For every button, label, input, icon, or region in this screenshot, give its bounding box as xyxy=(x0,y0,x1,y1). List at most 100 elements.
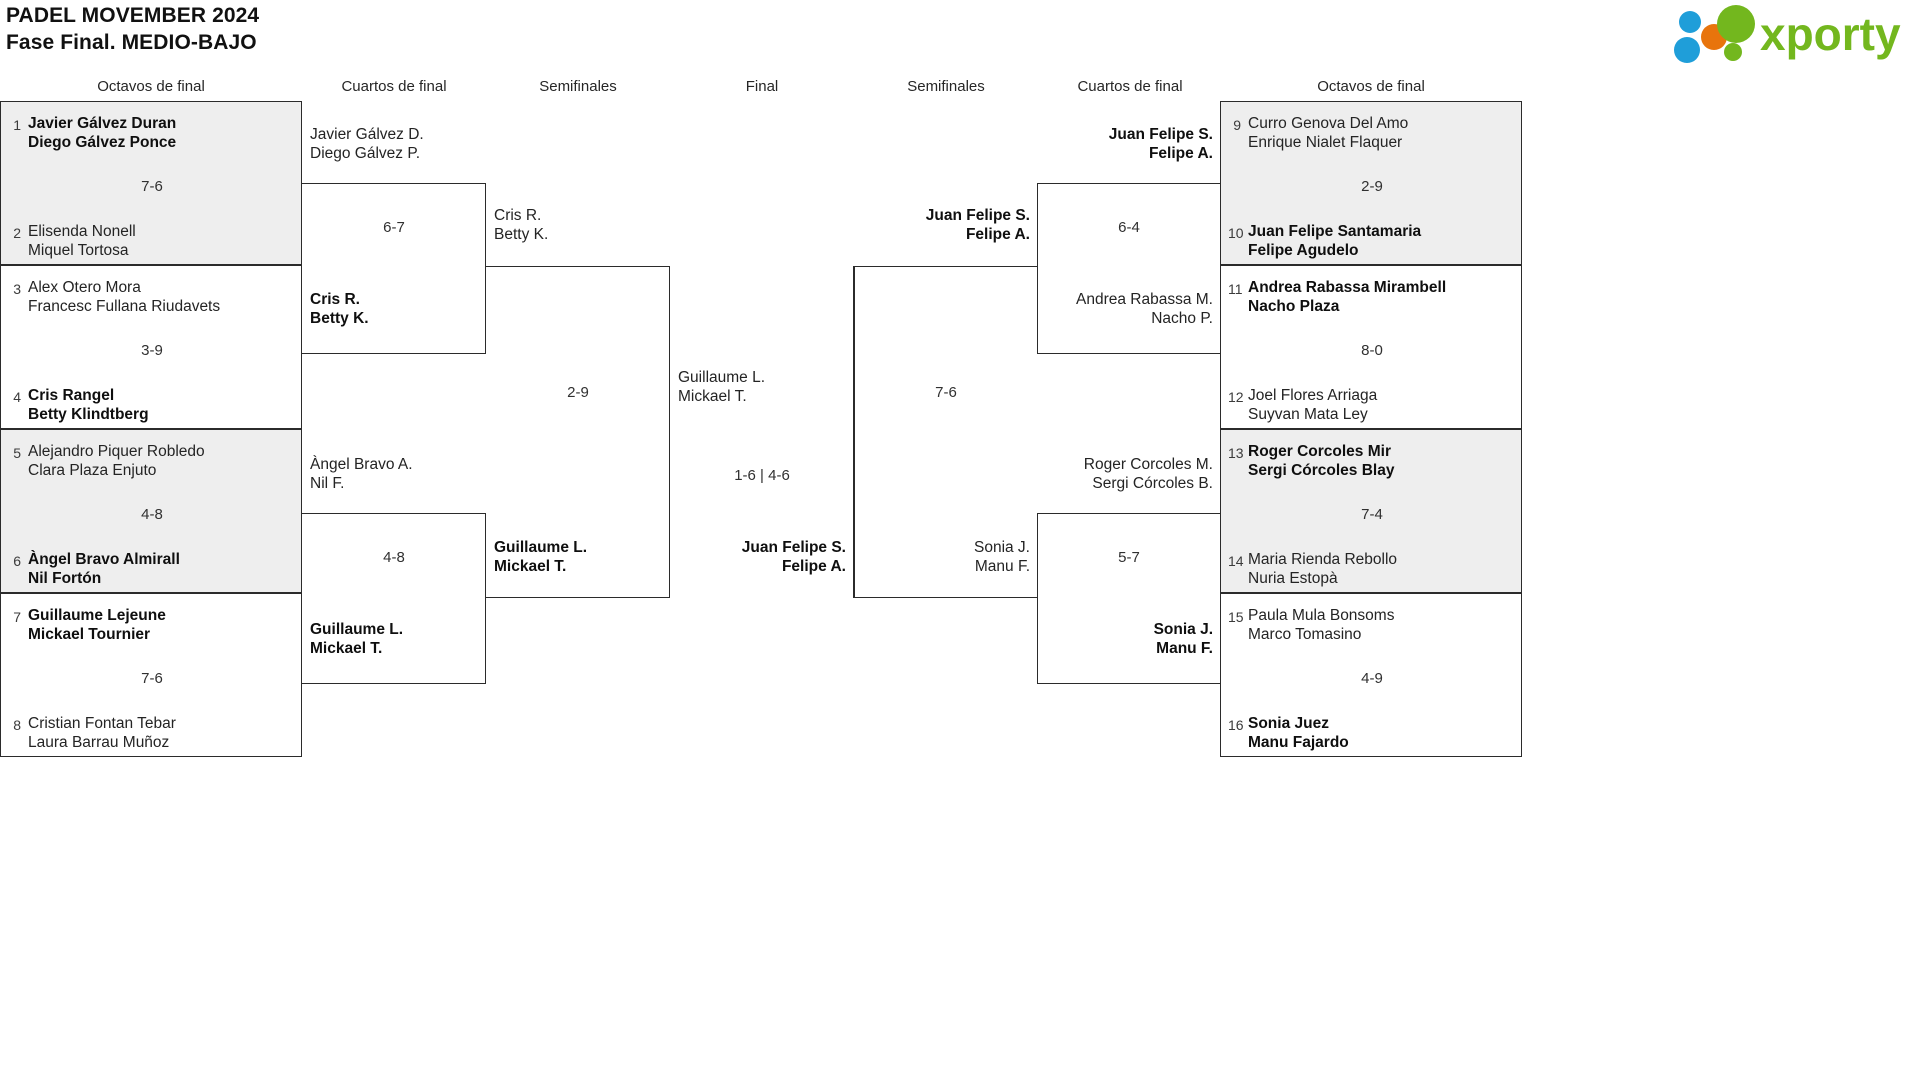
sf-score: 2-9 xyxy=(567,384,589,401)
player-slot[interactable]: 4 Cris Rangel Betty Klindtberg xyxy=(8,386,148,425)
logo-wordmark: xporty xyxy=(1760,8,1901,60)
qf-connector-left-1 xyxy=(302,183,486,354)
player-slot[interactable]: 2 Elisenda Nonell Miquel Tortosa xyxy=(8,222,136,261)
column-header-left-r16: Octavos de final xyxy=(97,78,205,95)
qf-connector-right-2 xyxy=(1037,513,1221,684)
sf-connector-right xyxy=(854,266,1038,598)
qf-team-name: Andrea Rabassa M. Nacho P. xyxy=(1076,291,1213,328)
player-slot[interactable]: 11 Andrea Rabassa Mirambell Nacho Plaza xyxy=(1228,278,1446,317)
match-score: 7-6 xyxy=(141,670,163,687)
match-score: 4-9 xyxy=(1361,670,1383,687)
player-slot[interactable]: 10 Juan Felipe Santamaria Felipe Agudelo xyxy=(1228,222,1421,261)
seed-number: 14 xyxy=(1228,553,1244,569)
qf-team-name: Sonia J. Manu F. xyxy=(1153,621,1213,658)
seed-number: 1 xyxy=(13,117,21,133)
sf-team-name: Sonia J. Manu F. xyxy=(973,539,1030,576)
seed-number: 6 xyxy=(13,553,21,569)
seed-number: 4 xyxy=(13,389,21,405)
seed-number: 10 xyxy=(1228,225,1244,241)
team-name: Cristian Fontan Tebar Laura Barrau Muñoz xyxy=(28,715,176,752)
player-slot[interactable]: 5 Alejandro Piquer Robledo Clara Plaza E… xyxy=(8,442,205,481)
sf-team-name: Guillaume L. Mickael T. xyxy=(494,539,588,576)
final-team-name: Juan Felipe S. Felipe A. xyxy=(741,539,846,576)
logo-dot-blue-bottom xyxy=(1674,37,1700,63)
qf-score: 6-4 xyxy=(1118,219,1140,236)
team-name: Alejandro Piquer Robledo Clara Plaza Enj… xyxy=(28,443,205,480)
team-name: Joel Flores Arriaga Suyvan Mata Ley xyxy=(1248,387,1378,424)
column-header-right-qf: Cuartos de final xyxy=(1077,78,1183,95)
player-slot[interactable]: 6 Àngel Bravo Almirall Nil Fortón xyxy=(8,550,180,589)
match-box[interactable]: 3 Alex Otero Mora Francesc Fullana Riuda… xyxy=(0,265,302,429)
xporty-logo: xporty xyxy=(1660,4,1910,64)
column-header-right-sf: Semifinales xyxy=(907,78,985,95)
match-score: 7-6 xyxy=(141,178,163,195)
match-score: 3-9 xyxy=(141,342,163,359)
match-score: 8-0 xyxy=(1361,342,1383,359)
team-name: Juan Felipe Santamaria Felipe Agudelo xyxy=(1248,223,1422,260)
qf-connector-right-1 xyxy=(1037,183,1221,354)
match-box[interactable]: 13 Roger Corcoles Mir Sergi Córcoles Bla… xyxy=(1220,429,1522,593)
player-slot[interactable]: 13 Roger Corcoles Mir Sergi Córcoles Bla… xyxy=(1228,442,1394,481)
qf-score: 4-8 xyxy=(383,549,405,566)
qf-team-name: Cris R. Betty K. xyxy=(310,291,369,328)
team-name: Àngel Bravo Almirall Nil Fortón xyxy=(28,551,180,588)
team-name: Sonia Juez Manu Fajardo xyxy=(1248,715,1349,752)
qf-team-name: Roger Corcoles M. Sergi Córcoles B. xyxy=(1083,456,1213,493)
logo-dot-blue-top xyxy=(1679,11,1701,33)
seed-number: 2 xyxy=(13,225,21,241)
seed-number: 15 xyxy=(1228,609,1244,625)
sf-score: 7-6 xyxy=(935,384,957,401)
seed-number: 13 xyxy=(1228,445,1244,461)
seed-number: 5 xyxy=(13,445,21,461)
team-name: Andrea Rabassa Mirambell Nacho Plaza xyxy=(1248,279,1447,316)
match-box[interactable]: 1 Javier Gálvez Duran Diego Gálvez Ponce… xyxy=(0,101,302,265)
player-slot[interactable]: 15 Paula Mula Bonsoms Marco Tomasino xyxy=(1228,606,1394,645)
player-slot[interactable]: 14 Maria Rienda Rebollo Nuria Estopà xyxy=(1228,550,1397,589)
qf-team-name: Guillaume L. Mickael T. xyxy=(310,621,404,658)
seed-number: 9 xyxy=(1233,117,1241,133)
team-name: Guillaume Lejeune Mickael Tournier xyxy=(28,607,166,644)
seed-number: 11 xyxy=(1228,281,1243,297)
match-box[interactable]: 7 Guillaume Lejeune Mickael Tournier 7-6… xyxy=(0,593,302,757)
qf-team-name: Juan Felipe S. Felipe A. xyxy=(1108,126,1213,163)
logo-dot-green-large xyxy=(1717,5,1755,43)
player-slot[interactable]: 3 Alex Otero Mora Francesc Fullana Riuda… xyxy=(8,278,220,317)
team-name: Alex Otero Mora Francesc Fullana Riudave… xyxy=(28,279,221,316)
team-name: Maria Rienda Rebollo Nuria Estopà xyxy=(1248,551,1398,588)
tournament-phase: Fase Final. MEDIO-BAJO xyxy=(6,31,257,55)
match-box[interactable]: 5 Alejandro Piquer Robledo Clara Plaza E… xyxy=(0,429,302,593)
player-slot[interactable]: 12 Joel Flores Arriaga Suyvan Mata Ley xyxy=(1228,386,1377,425)
final-connector-left xyxy=(669,266,670,598)
player-slot[interactable]: 16 Sonia Juez Manu Fajardo xyxy=(1228,714,1349,753)
match-box[interactable]: 11 Andrea Rabassa Mirambell Nacho Plaza … xyxy=(1220,265,1522,429)
match-score: 7-4 xyxy=(1361,506,1383,523)
player-slot[interactable]: 1 Javier Gálvez Duran Diego Gálvez Ponce xyxy=(8,114,176,153)
match-box[interactable]: 15 Paula Mula Bonsoms Marco Tomasino 4-9… xyxy=(1220,593,1522,757)
tournament-name: PADEL MOVEMBER 2024 xyxy=(6,4,260,27)
column-header-left-qf: Cuartos de final xyxy=(341,78,447,95)
column-header-right-r16: Octavos de final xyxy=(1317,78,1425,95)
team-name: Roger Corcoles Mir Sergi Córcoles Blay xyxy=(1248,443,1395,480)
match-box[interactable]: 9 Curro Genova Del Amo Enrique Nialet Fl… xyxy=(1220,101,1522,265)
qf-team-name: Àngel Bravo A. Nil F. xyxy=(310,456,413,493)
player-slot[interactable]: 9 Curro Genova Del Amo Enrique Nialet Fl… xyxy=(1228,114,1408,153)
team-name: Elisenda Nonell Miquel Tortosa xyxy=(28,223,136,260)
column-header-left-sf: Semifinales xyxy=(539,78,617,95)
match-score: 2-9 xyxy=(1361,178,1383,195)
seed-number: 16 xyxy=(1228,717,1244,733)
qf-score: 5-7 xyxy=(1118,549,1140,566)
logo-dot-green-small xyxy=(1724,43,1742,61)
player-slot[interactable]: 7 Guillaume Lejeune Mickael Tournier xyxy=(8,606,166,645)
column-header-final: Final xyxy=(745,78,779,95)
team-name: Paula Mula Bonsoms Marco Tomasino xyxy=(1248,607,1395,644)
seed-number: 7 xyxy=(13,609,21,625)
seed-number: 12 xyxy=(1228,389,1244,405)
qf-score: 6-7 xyxy=(383,219,405,236)
final-connector-right xyxy=(853,266,854,598)
team-name: Curro Genova Del Amo Enrique Nialet Flaq… xyxy=(1248,115,1409,152)
sf-team-name: Juan Felipe S. Felipe A. xyxy=(925,207,1030,244)
xporty-logo-svg: xporty xyxy=(1674,5,1901,63)
player-slot[interactable]: 8 Cristian Fontan Tebar Laura Barrau Muñ… xyxy=(8,714,176,753)
seed-number: 3 xyxy=(13,281,21,297)
